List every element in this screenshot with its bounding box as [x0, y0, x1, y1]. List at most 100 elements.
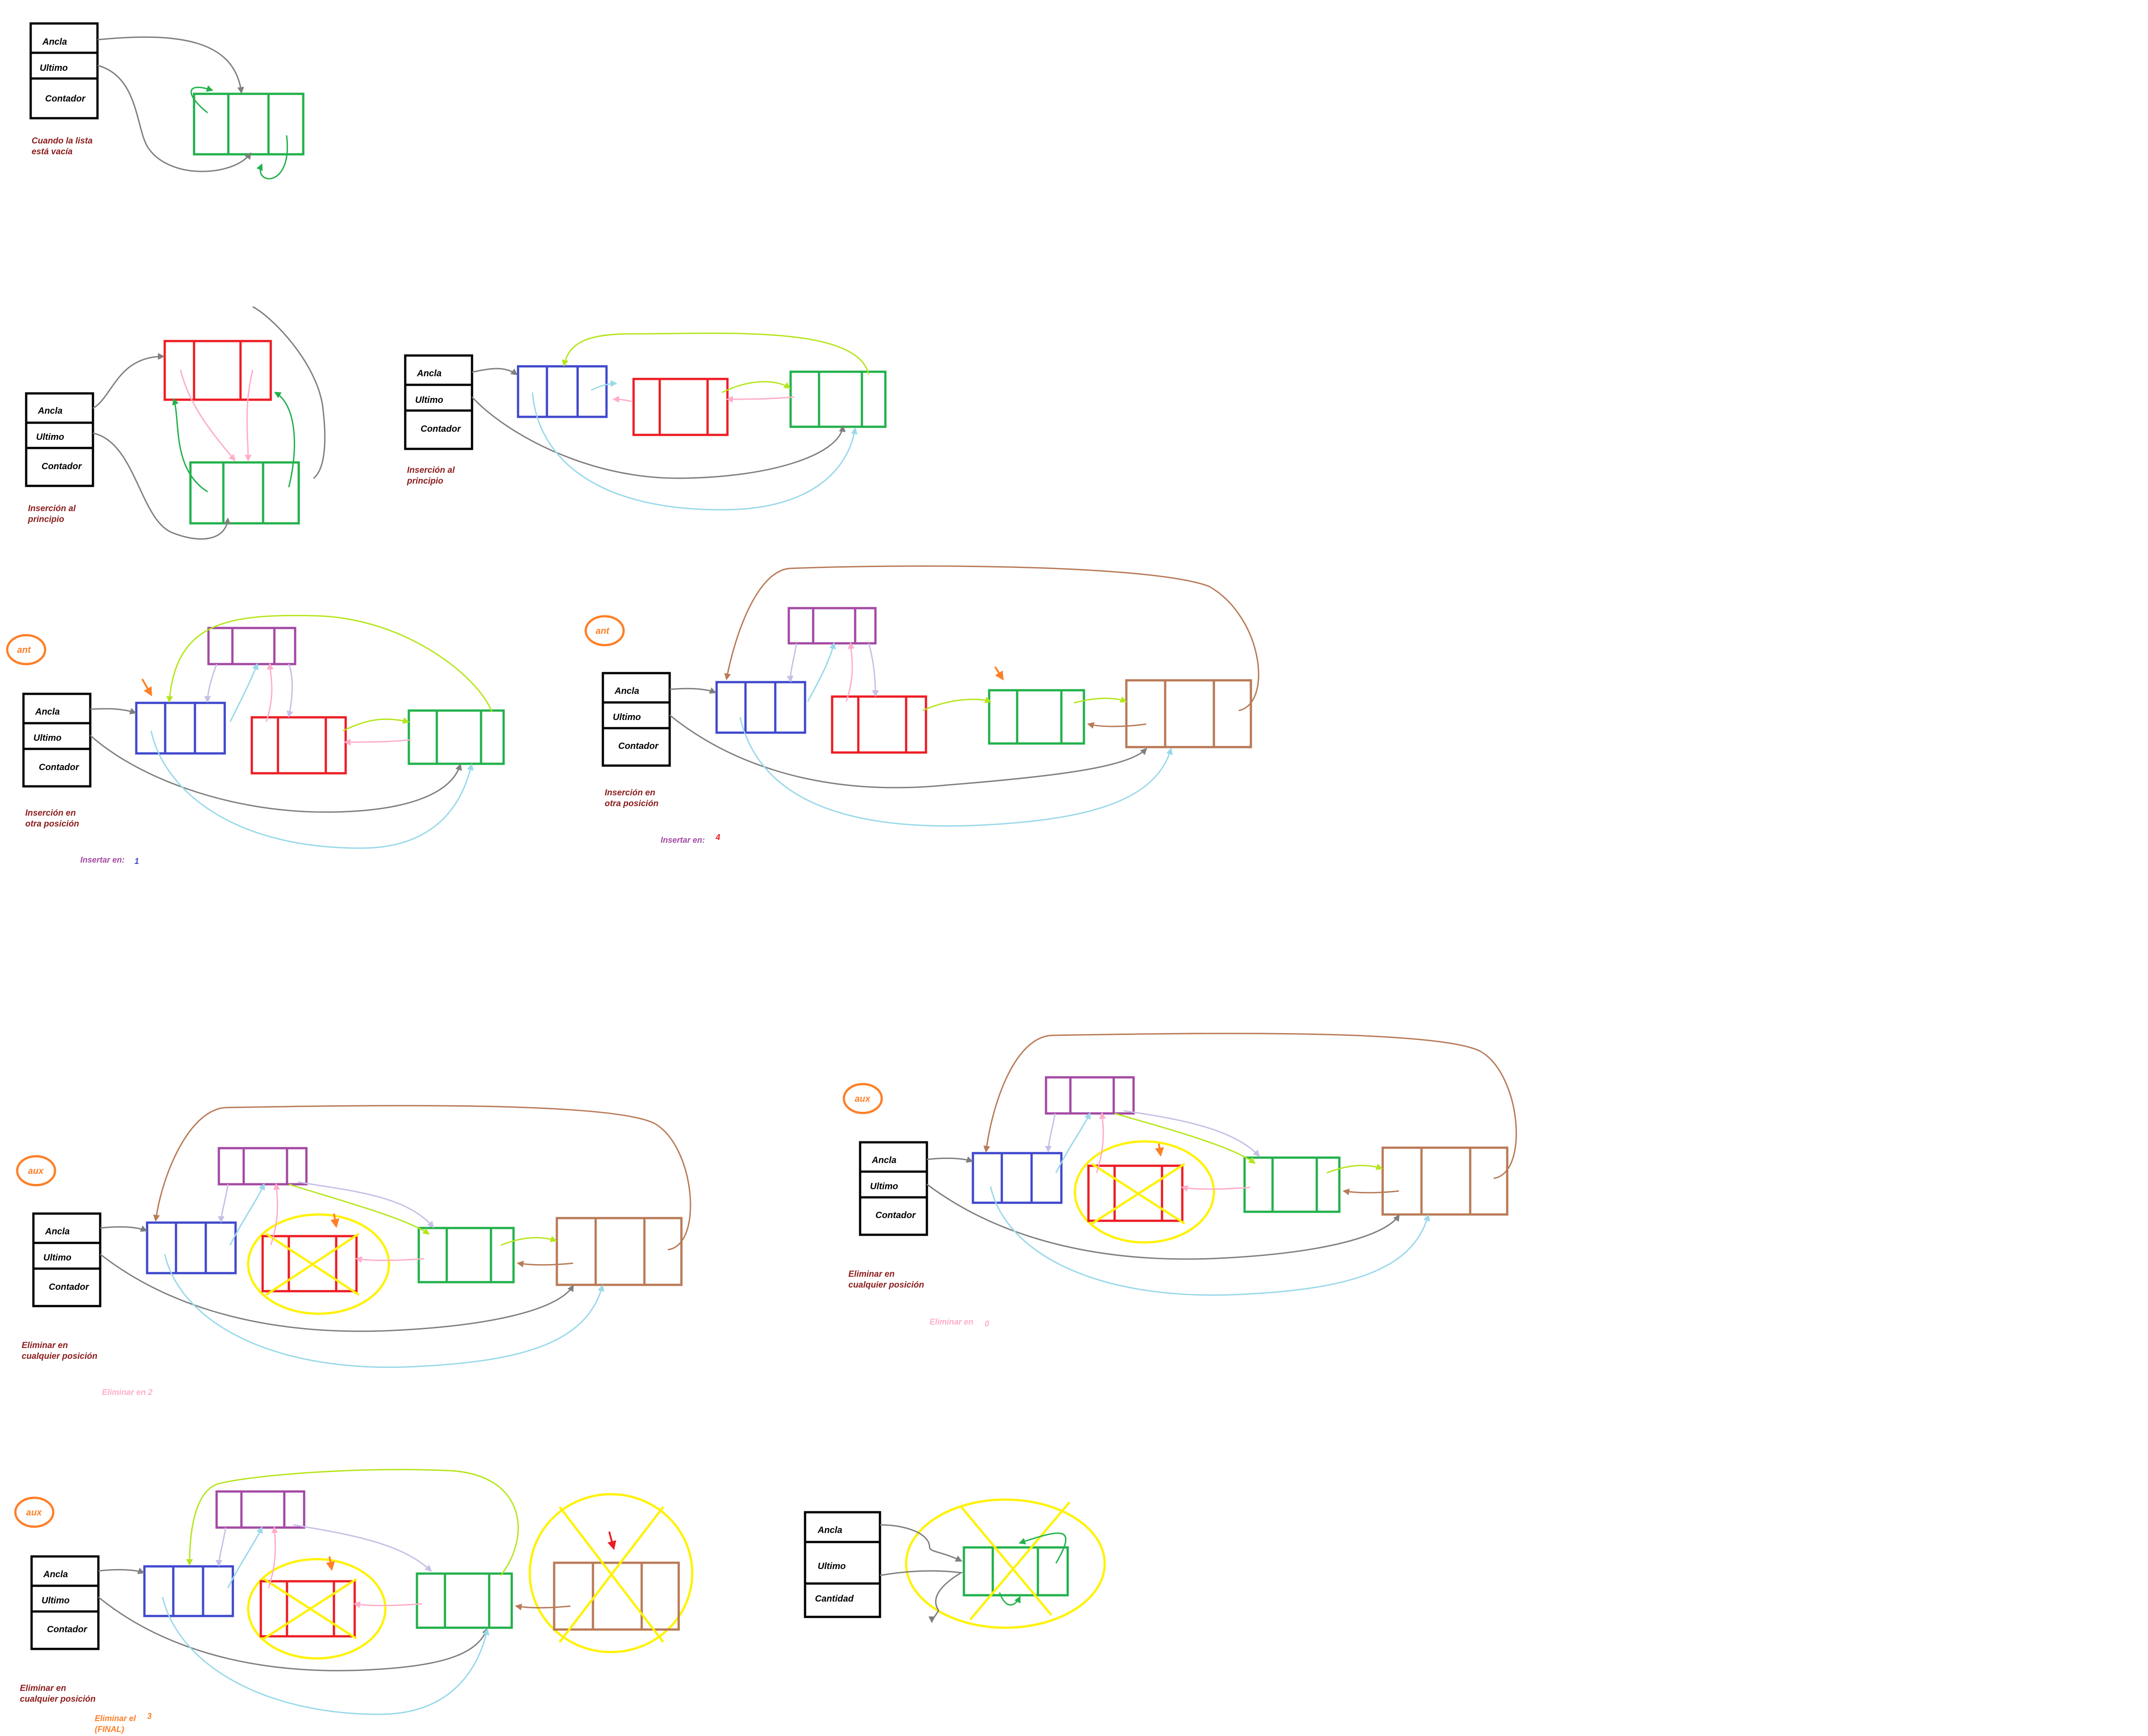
contador-label: Contador	[875, 1210, 916, 1220]
header-box	[602, 672, 671, 767]
caption-insert-start-1: Inserción al	[28, 504, 76, 513]
node-brown	[556, 1217, 683, 1286]
delete-cross	[265, 1233, 360, 1296]
svg-text:Inserción al principio: Inserción al principio	[407, 466, 457, 486]
ultimo-label: Ultimo	[818, 1561, 846, 1571]
node-brown	[1381, 1146, 1509, 1216]
arrow-lightblue-up	[1055, 1112, 1091, 1173]
arrow-ancla	[90, 708, 137, 715]
arrow-lime-top	[166, 614, 493, 712]
aux-label: aux	[28, 1166, 44, 1176]
contador-label: Contador	[42, 462, 82, 471]
caption-delete-2: cualquier posición	[20, 1694, 96, 1704]
insert-at-note: Insertar en:	[661, 836, 705, 845]
arrow-brown-top	[983, 1033, 1517, 1179]
arrow-ultimo	[880, 1570, 963, 1623]
deleted-highlight	[247, 1558, 387, 1660]
node-blue	[715, 681, 806, 734]
arrow-ultimo	[93, 432, 231, 540]
arrow-lavender-1	[218, 1184, 229, 1223]
node-purple	[218, 1147, 308, 1186]
arrow-self-next	[256, 135, 288, 180]
arrow-ancla	[472, 368, 518, 375]
arrow-pink-back	[1181, 1185, 1250, 1192]
svg-text:Eliminar en cualquier po: Eliminar en cualquier posición	[22, 1341, 97, 1361]
node-blue	[972, 1152, 1063, 1204]
caption-insert-start-2: principio	[28, 515, 64, 524]
header-box	[22, 693, 92, 788]
arrow-brown-back	[515, 1603, 571, 1611]
ancla-label: Ancla	[37, 406, 62, 416]
aux-badge	[16, 1155, 56, 1187]
arrow-brown-back	[1342, 1188, 1399, 1196]
arrow-lime-next-2	[1074, 696, 1127, 704]
arrow-lightblue-loop	[532, 392, 858, 511]
arrow-lavender-skip	[1123, 1110, 1260, 1157]
caption-empty-1: Cuando la lista	[32, 136, 93, 146]
header-box	[29, 22, 99, 120]
arrow-self-prev	[999, 1592, 1021, 1606]
svg-text:Cuando la lista está vac: Cuando la lista está vacía	[32, 136, 95, 157]
caption-delete-2: cualquier posición	[848, 1280, 924, 1290]
aux-label: aux	[26, 1508, 42, 1518]
arrow-lime-next	[722, 381, 791, 393]
arrow-pink-up	[845, 642, 855, 702]
section-delete-final: aux Ancla Ultimo Contador	[14, 1468, 694, 1734]
arrow-lightblue-up	[807, 642, 836, 702]
header-box	[25, 392, 94, 487]
arrow-lavender-1	[1045, 1113, 1056, 1153]
caption-insert-start-2: principio	[407, 476, 443, 486]
arrow-lavender-2	[287, 664, 293, 718]
arrow-lightblue-loop	[990, 1186, 1430, 1296]
header-box	[404, 354, 473, 450]
ultimo-label: Ultimo	[43, 1253, 71, 1263]
delete-cross	[960, 1501, 1070, 1621]
orange-pointer	[1155, 1143, 1164, 1157]
node-purple	[1045, 1076, 1135, 1115]
arrow-lightblue-up	[227, 1526, 263, 1588]
ultimo-label: Ultimo	[33, 733, 61, 743]
section-insert-other-b: ant Ancla Ultimo Contador	[584, 565, 1259, 845]
node-green	[1243, 1156, 1341, 1213]
arrow-ancla	[93, 353, 165, 409]
arrow-ultimo	[471, 396, 846, 479]
arrow-green-next	[274, 392, 295, 488]
arrow-pink-back	[355, 1256, 425, 1263]
header-box	[859, 1141, 928, 1236]
arrow-green-prev	[172, 398, 208, 493]
ant-label: ant	[17, 645, 31, 655]
node-red	[163, 340, 272, 401]
arrow-ancla	[97, 36, 244, 94]
insert-at-note: Insertar en:	[80, 855, 125, 864]
node-purple	[215, 1490, 306, 1529]
arrow-brown-top	[724, 565, 1259, 711]
section-delete-single: Ancla Ultimo Cantidad	[804, 1498, 1106, 1629]
node-red	[831, 695, 927, 754]
caption-insert-start-1: Inserción al	[407, 466, 455, 475]
section-delete-any-a: aux Ancla Ultimo Contador	[16, 1105, 691, 1397]
delete-at-value: 0	[985, 1319, 989, 1328]
arrow-lightblue-loop	[164, 1254, 605, 1368]
svg-text:Inserción en otra posici: Inserción en otra posición	[25, 808, 79, 829]
node-brown-deleted	[553, 1561, 680, 1631]
contador-label: Contador	[49, 1282, 89, 1292]
header-box	[30, 1555, 100, 1650]
contador-label: Contador	[618, 741, 659, 751]
arrow-ultimo	[926, 1183, 1400, 1260]
ancla-label: Ancla	[614, 686, 639, 696]
svg-text:Eliminar el (FINAL): Eliminar el (FINAL)	[95, 1714, 138, 1734]
arrow-lavender-1	[204, 664, 218, 703]
orange-pointer	[141, 679, 152, 697]
caption-final-2: (FINAL)	[95, 1725, 124, 1734]
ancla-label: Ancla	[35, 707, 60, 717]
caption-insert-other-2: otra posición	[25, 819, 79, 829]
contador-label: Contador	[421, 424, 461, 434]
section-delete-any-b: aux Ancla Ultimo Contador	[843, 1033, 1517, 1328]
arrow-ancla	[926, 1156, 973, 1163]
delete-cross	[263, 1578, 357, 1640]
caption-insert-other-1: Inserción en	[25, 808, 76, 818]
ancla-label: Ancla	[42, 37, 67, 47]
ancla-label: Ancla	[45, 1227, 69, 1237]
delete-at-note: Eliminar en	[930, 1317, 973, 1326]
node-red-deleted	[259, 1580, 356, 1638]
